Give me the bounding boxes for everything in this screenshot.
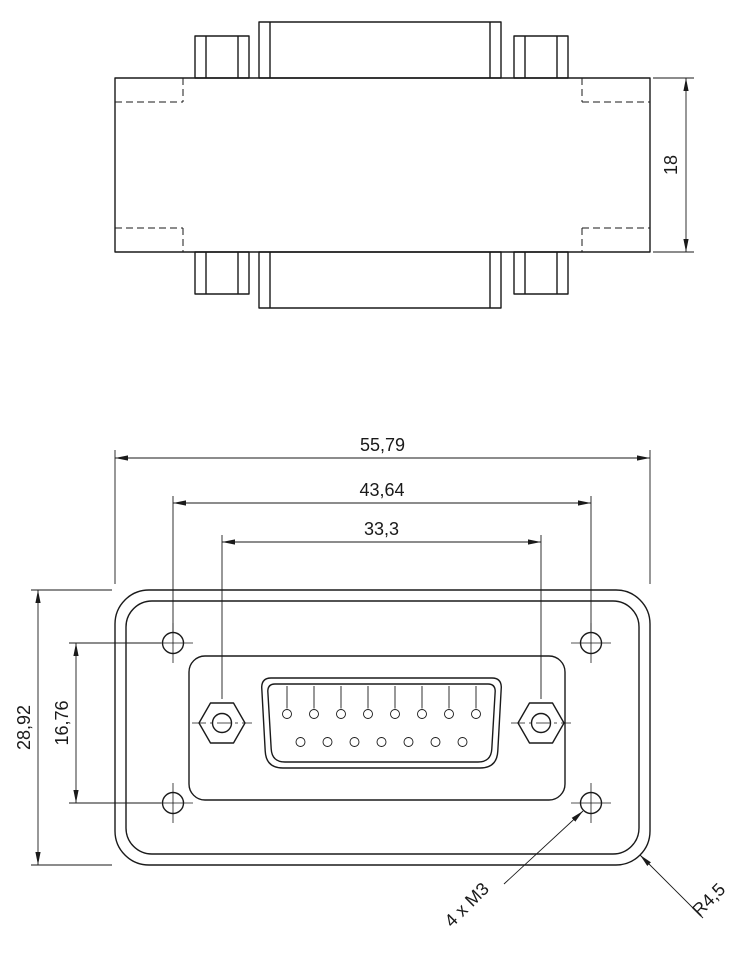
front-view: 55,79 43,64 33,3 28,92 16,76 <box>14 435 729 931</box>
dimension-jackscrew-pitch: 33,3 <box>221 519 542 699</box>
dimension-hole-pitch-y: 16,76 <box>52 642 161 804</box>
leader-line <box>639 854 704 919</box>
dimension-hole-pitch-x: 43,64 <box>172 480 592 633</box>
dsub-shell-inner <box>267 683 496 763</box>
pin-row-bottom <box>295 737 468 747</box>
pin <box>282 709 292 719</box>
pin-row-top <box>282 709 481 719</box>
pin-ticks <box>286 686 477 709</box>
top-view-jackscrew-upper-left <box>194 35 250 79</box>
dsub-shell-outer <box>261 677 502 769</box>
jackscrew-right <box>511 702 571 744</box>
top-view: 18 <box>114 21 694 309</box>
jackscrew-left <box>192 702 252 744</box>
pin <box>403 737 414 747</box>
top-view-jackscrew-lower-left <box>194 251 250 295</box>
callout-corner-radius: R4,5 <box>639 854 729 920</box>
pin <box>295 737 306 747</box>
dim-label-side-height: 18 <box>661 155 681 175</box>
pin <box>457 737 468 747</box>
pin <box>471 709 481 719</box>
pin <box>349 737 360 747</box>
pin <box>417 709 427 719</box>
pin <box>322 737 333 747</box>
dimension-overall-height: 28,92 <box>14 589 112 866</box>
top-view-jackscrew-lower-right <box>513 251 569 295</box>
top-view-shell-lower <box>258 251 502 309</box>
top-view-body <box>114 77 651 253</box>
pin <box>336 709 346 719</box>
dim-label-corner-radius: R4,5 <box>688 879 729 920</box>
dimension-overall-width: 55,79 <box>114 435 651 584</box>
flange-inner <box>125 600 640 855</box>
top-view-shell-upper <box>258 21 502 79</box>
flange-outer <box>114 589 651 866</box>
pin <box>430 737 441 747</box>
dim-label-overall-height: 28,92 <box>14 705 34 750</box>
top-view-hidden-lines <box>115 78 650 252</box>
dim-label-hole-callout: 4 x M3 <box>441 879 493 931</box>
dim-label-hole-pitch-y: 16,76 <box>52 700 72 745</box>
pin <box>309 709 319 719</box>
callout-mount-holes: 4 x M3 <box>441 810 584 931</box>
dim-label-overall-width: 55,79 <box>360 435 405 455</box>
pin <box>363 709 373 719</box>
pin <box>444 709 454 719</box>
dim-label-hole-pitch-x: 43,64 <box>359 480 404 500</box>
dimension-side-height: 18 <box>653 77 694 253</box>
connector-recess <box>188 655 566 801</box>
leader-line <box>503 810 584 885</box>
dim-label-jackscrew-pitch: 33,3 <box>364 519 399 539</box>
pin <box>376 737 387 747</box>
mounting-hole-bottom-right <box>571 783 611 823</box>
pin <box>390 709 400 719</box>
top-view-jackscrew-upper-right <box>513 35 569 79</box>
